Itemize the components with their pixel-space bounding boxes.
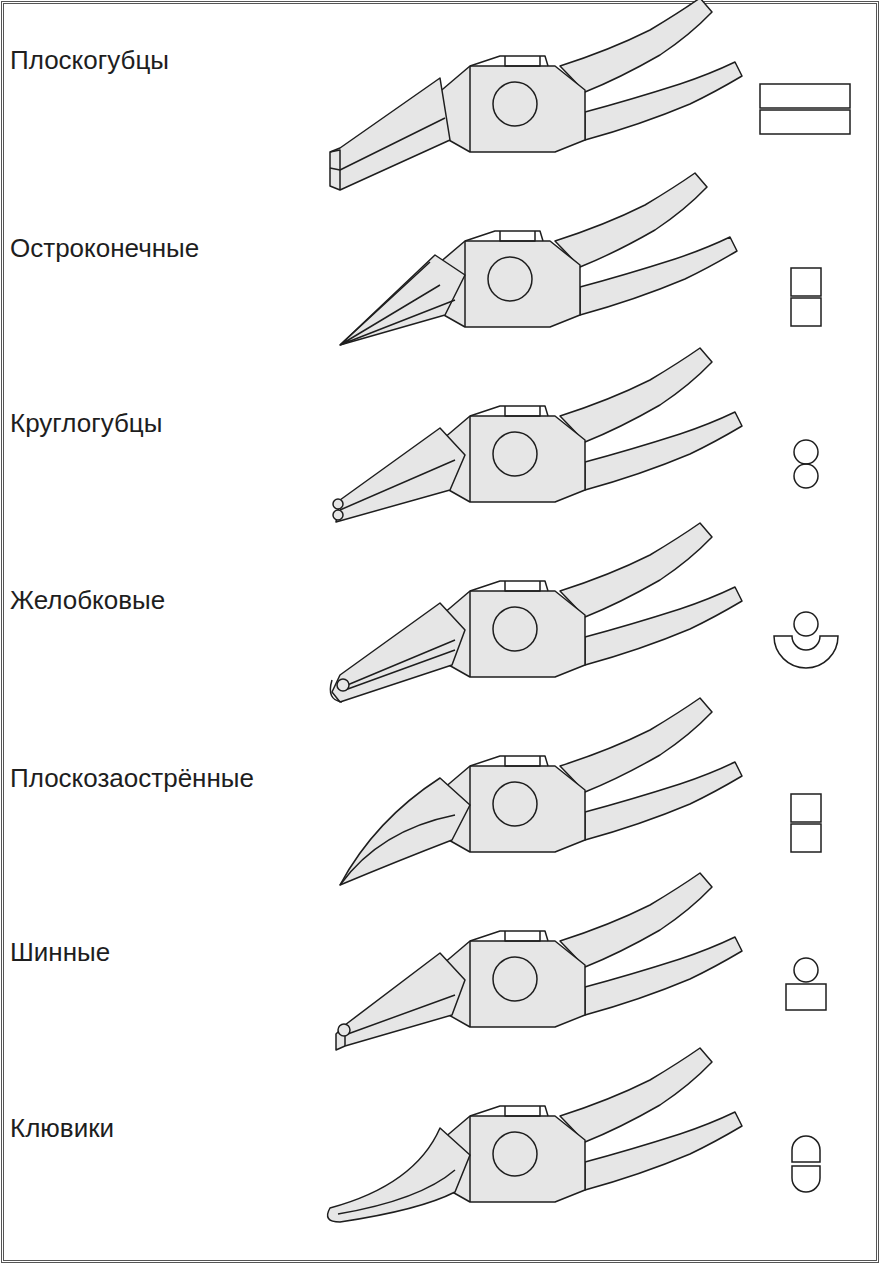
- tool-label: Плоскогубцы: [8, 44, 171, 76]
- splint-pliers: [336, 873, 826, 1050]
- bent-nose-pliers: [328, 1048, 820, 1222]
- round-nose-pliers: [333, 348, 818, 522]
- tool-label: Желобковые: [8, 584, 167, 616]
- tool-label: Клювики: [8, 1112, 116, 1144]
- tool-label: Остроконечные: [8, 232, 201, 264]
- grooved-pliers: [330, 523, 838, 702]
- tool-label: Круглогубцы: [8, 407, 164, 439]
- flat-tapered-pliers: [340, 698, 821, 885]
- tool-label: Плоскозаострённые: [8, 762, 256, 794]
- tool-label: Шинные: [8, 936, 112, 968]
- flat-pliers: [330, 0, 850, 190]
- pointed-pliers: [340, 173, 821, 345]
